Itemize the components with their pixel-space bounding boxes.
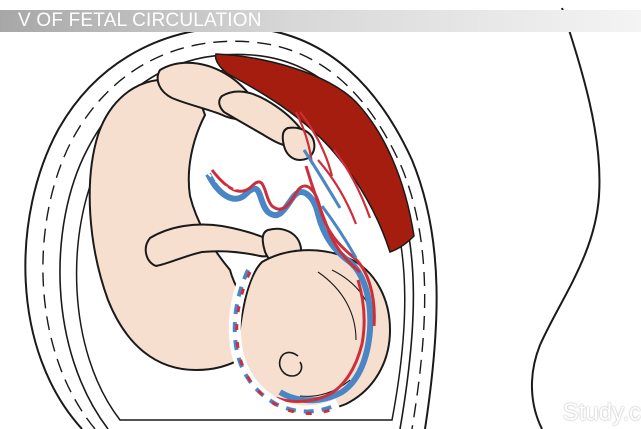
title-bar: V OF FETAL CIRCULATION <box>0 10 641 32</box>
slide-title: V OF FETAL CIRCULATION <box>18 10 262 32</box>
watermark: Study.c <box>563 399 641 427</box>
mother-abdomen-outline <box>532 8 600 429</box>
